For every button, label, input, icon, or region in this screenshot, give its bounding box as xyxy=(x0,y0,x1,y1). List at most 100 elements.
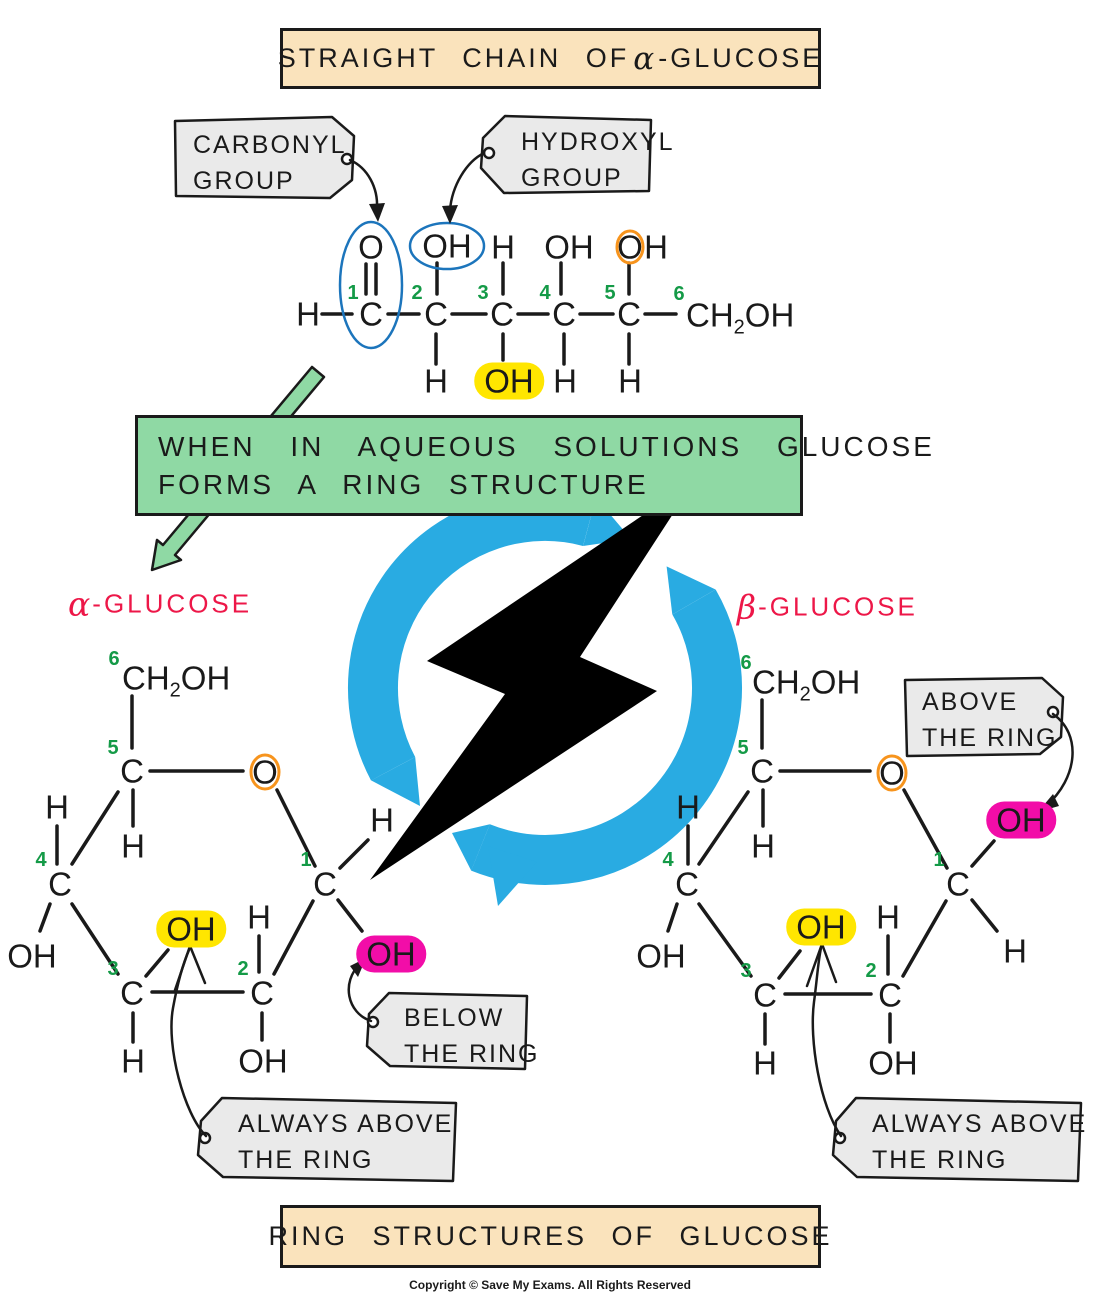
alpha-oh-c2: OH xyxy=(238,1042,288,1080)
beta-num1: 1 xyxy=(933,849,945,871)
beta-title-rest: -GLUCOSE xyxy=(758,591,918,622)
lightning-bolt-icon xyxy=(370,480,695,880)
copyright-text: Copyright © Save My Exams. All Rights Re… xyxy=(409,1278,691,1292)
alpha-h-c4: H xyxy=(45,788,69,826)
above-ring-tag: ABOVE THE RING xyxy=(922,684,1057,757)
carbonyl-tag-line2: GROUP xyxy=(193,167,295,196)
ch2oh-sub2: 2 xyxy=(169,679,181,702)
below-ring-tag: BELOW THE RING xyxy=(404,1000,539,1073)
alpha-ring-o: O xyxy=(252,753,278,791)
orange-o-circle-chain xyxy=(615,229,645,265)
bond xyxy=(272,899,315,976)
tag-holes xyxy=(198,146,1060,1145)
bond xyxy=(902,788,949,870)
beta-glyph: β xyxy=(737,587,757,627)
open-arrowhead xyxy=(188,944,207,985)
bond xyxy=(777,949,802,980)
ch2oh-oh: OH xyxy=(810,663,861,701)
beta-num3: 3 xyxy=(740,960,752,982)
alpha-oh-c3-highlighted: OH xyxy=(156,910,226,948)
bond xyxy=(697,902,753,978)
alpha-h-c5: H xyxy=(121,827,145,865)
alpha-c5: C xyxy=(120,752,144,790)
hydroxyl-arrowhead-icon xyxy=(442,205,458,224)
alpha-symbol: α xyxy=(633,40,655,77)
orange-o-circle-beta xyxy=(876,754,908,792)
bond xyxy=(666,902,679,933)
bond xyxy=(697,790,750,866)
below-tag-hole xyxy=(366,1015,380,1029)
alpha-num3: 3 xyxy=(107,958,119,980)
alpha-num2: 2 xyxy=(237,958,249,980)
top-banner: STRAIGHT CHAIN OF α -GLUCOSE xyxy=(277,28,824,89)
always-right-tag-shape xyxy=(831,1096,1083,1183)
open-arrowhead xyxy=(173,944,192,992)
logo-arc-left xyxy=(347,490,596,781)
hydroxyl-tag-line1: HYDROXYL xyxy=(521,128,675,156)
hydroxyl-circle-icon xyxy=(408,221,486,271)
top-banner-text: STRAIGHT CHAIN OF xyxy=(277,43,630,73)
beta-c2: C xyxy=(878,976,902,1014)
chain-h-c3-top: H xyxy=(491,228,515,266)
chain-num1: 1 xyxy=(347,282,359,304)
above-ring-arrow xyxy=(1044,712,1074,808)
pointer-arrows xyxy=(170,151,1074,1138)
logo-arc-right xyxy=(471,589,742,885)
bond xyxy=(338,838,370,870)
below-tag-shape xyxy=(365,991,529,1071)
aqueous-banner: WHEN IN AQUEOUS SOLUTIONS GLUCOSE FORMS … xyxy=(135,415,932,516)
ch2oh-oh: OH xyxy=(744,296,795,334)
always-above-left-tag: ALWAYS ABOVE THE RING xyxy=(238,1106,453,1179)
chain-oh-c2-top: OH xyxy=(422,227,472,265)
bond xyxy=(970,839,996,868)
beta-c3: C xyxy=(753,976,777,1014)
ch2oh-ch: CH xyxy=(686,296,734,334)
top-banner-suffix: -GLUCOSE xyxy=(658,43,824,73)
always-above-right-arrow xyxy=(811,946,843,1138)
always-left-line1: ALWAYS ABOVE xyxy=(238,1110,454,1138)
orange-o-circle-alpha xyxy=(249,753,281,791)
chain-h-left: H xyxy=(296,295,320,333)
hydroxyl-tag-line2: GROUP xyxy=(521,164,623,193)
below-tag-line2: THE RING xyxy=(404,1040,540,1069)
chain-o-c5-top: O xyxy=(617,228,643,266)
chain-num4: 4 xyxy=(539,282,551,304)
chain-c2: C xyxy=(424,295,448,333)
carbonyl-tag: CARBONYL GROUP xyxy=(193,127,347,200)
carbonyl-tag-hole xyxy=(340,152,354,166)
alpha-c2: C xyxy=(250,974,274,1012)
above-tag-shape xyxy=(903,676,1065,758)
straight-chain-bonds xyxy=(320,261,678,366)
always-right-line1: ALWAYS ABOVE xyxy=(872,1110,1088,1138)
chain-c5: C xyxy=(617,295,641,333)
logo-tip-2 xyxy=(666,566,716,615)
always-left-tag-shape xyxy=(196,1096,458,1183)
chain-h-c2-bottom: H xyxy=(424,362,448,400)
alpha-ring-bonds xyxy=(38,694,370,1044)
chain-num2: 2 xyxy=(411,282,423,304)
always-left-line2: THE RING xyxy=(238,1146,374,1175)
beta-num6: 6 xyxy=(740,652,752,674)
alpha-c4: C xyxy=(48,865,72,903)
logo-bubble-tail xyxy=(488,846,537,906)
alpha-oh-c4: OH xyxy=(7,937,57,975)
carbonyl-tag-line1: CARBONYL xyxy=(193,131,347,159)
always-right-line2: THE RING xyxy=(872,1146,1008,1175)
bond xyxy=(970,898,999,933)
beta-c4: C xyxy=(675,865,699,903)
bond xyxy=(275,788,317,868)
chain-h-c4-bottom: H xyxy=(553,362,577,400)
ch2oh-sub2: 2 xyxy=(733,316,745,339)
bond xyxy=(70,790,120,866)
beta-num2: 2 xyxy=(865,960,877,982)
chain-h-c5-bottom: H xyxy=(618,362,642,400)
alpha-oh-c1-below-ring: OH xyxy=(356,935,426,973)
chain-c4: C xyxy=(552,295,576,333)
alpha-glyph: α xyxy=(68,584,91,624)
always-left-tag-hole xyxy=(198,1131,212,1145)
open-arrowhead xyxy=(820,942,838,984)
beta-c1: C xyxy=(946,865,970,903)
tag-shapes xyxy=(173,114,1083,1183)
